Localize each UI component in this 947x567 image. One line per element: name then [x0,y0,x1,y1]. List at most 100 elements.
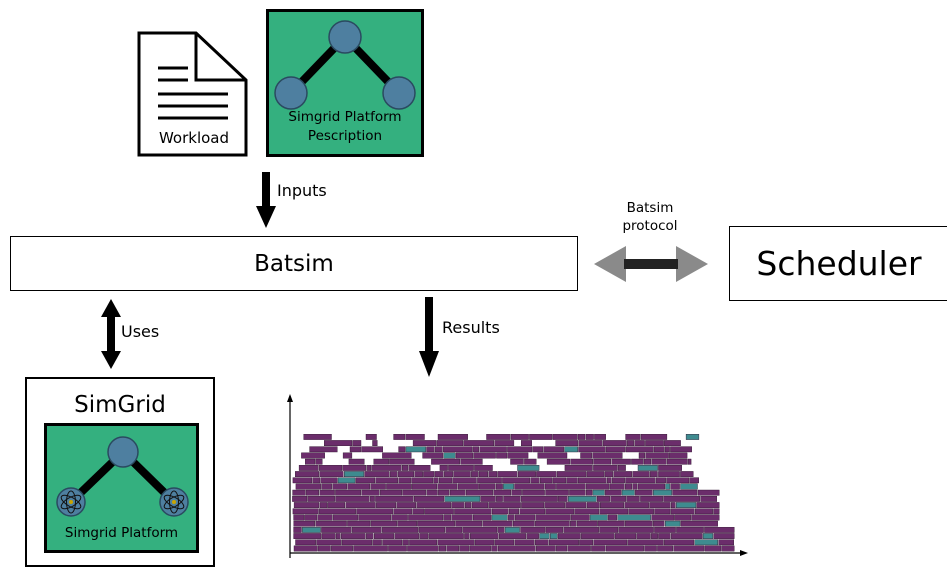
gantt-job-block [464,533,470,539]
gantt-job-block [585,483,610,490]
gantt-job-block [335,489,362,496]
gantt-job-block [315,520,347,527]
results-gantt-chart [280,392,750,558]
gantt-job-block [510,434,529,440]
gantt-job-block [626,495,640,502]
batsim-box: Batsim [10,236,578,291]
gantt-job-block [520,526,546,533]
atom-icon-left [56,487,86,517]
gantt-job-block [571,514,590,521]
gantt-job-block [295,539,316,546]
gantt-job-block [670,508,695,515]
gantt-job-block [632,471,650,478]
gantt-job-block [555,440,579,447]
gantt-job-block [637,464,658,471]
gantt-job-block [409,539,437,546]
gantt-job-block [697,489,720,496]
gantt-job-block [537,452,568,459]
gantt-job-block [312,477,321,484]
gantt-job-block [657,545,673,552]
gantt-job-block [309,446,338,453]
gantt-job-block [446,545,460,552]
gantt-job-block [576,520,598,527]
gantt-job-block [617,514,651,521]
gantt-job-block [640,495,663,502]
gantt-job-block [397,471,414,478]
gantt-job-block [448,464,474,471]
gantt-job-block [347,483,370,490]
gantt-job-block [704,545,722,552]
gantt-job-block [292,477,312,484]
gantt-job-block [370,495,375,502]
gantt-job-block [434,446,443,453]
gantt-job-block [319,471,344,478]
gantt-job-block [503,483,514,490]
gantt-job-block [293,514,305,521]
gantt-job-block [680,483,698,490]
gantt-job-block [597,520,625,527]
gantt-job-block [370,483,386,490]
gantt-job-block [452,477,477,484]
gantt-job-block [438,489,450,496]
gantt-job-block [613,471,632,478]
gantt-job-block [431,458,460,465]
uses-double-arrow [101,299,121,369]
gantt-job-block [317,514,333,521]
gantt-job-block [564,464,593,471]
gantt-job-block [372,440,378,447]
gantt-job-block [653,520,665,527]
gantt-job-block [424,508,454,515]
gantt-job-block [463,440,495,447]
gantt-job-block [593,464,618,471]
gantt-job-block [477,477,502,484]
gantt-job-block [680,471,694,478]
gantt-job-block [524,458,537,465]
gantt-job-block [610,495,627,502]
gantt-job-block [539,533,550,539]
atom-icon-right [159,487,189,517]
gantt-job-block [614,533,637,539]
gantt-job-block [332,514,358,521]
gantt-job-block [370,520,397,527]
gantt-job-block [315,458,323,465]
gantt-job-block [570,520,577,527]
gantt-job-block [342,464,367,471]
gantt-job-block [397,520,417,527]
gantt-job-block [665,483,671,490]
gantt-job-block [609,483,625,490]
gantt-job-block [460,458,483,465]
gantt-job-block [331,545,353,552]
gantt-job-block [413,495,445,502]
gantt-job-block [327,502,345,509]
gantt-job-block [627,440,635,447]
gantt-job-block [605,545,644,552]
gantt-job-block [426,489,438,496]
gantt-job-block [597,495,610,502]
gantt-job-block [407,545,439,552]
gantt-job-block [618,526,654,533]
gantt-job-block [375,495,414,502]
gantt-job-block [303,434,332,440]
gantt-job-block [411,483,437,490]
gantt-job-block [491,514,508,521]
gantt-job-block [494,440,515,447]
gantt-job-block [586,471,605,478]
gantt-job-block [398,446,406,453]
gantt-job-block [486,434,511,440]
gantt-job-block [556,471,587,478]
gantt-job-block [550,533,558,539]
gantt-job-block [394,533,420,539]
gantt-job-block [318,464,343,471]
gantt-job-block [366,464,372,471]
gantt-job-block [396,502,416,509]
gantt-job-block [696,502,720,509]
gantt-job-block [488,502,521,509]
gantt-job-block [625,520,653,527]
gantt-job-block [536,545,556,552]
gantt-job-block [321,483,332,490]
gantt-job-block [564,446,579,453]
gantt-job-block [653,489,672,496]
protocol-double-arrow [594,246,708,282]
gantt-job-block [478,471,489,478]
gantt-job-block [655,477,666,484]
